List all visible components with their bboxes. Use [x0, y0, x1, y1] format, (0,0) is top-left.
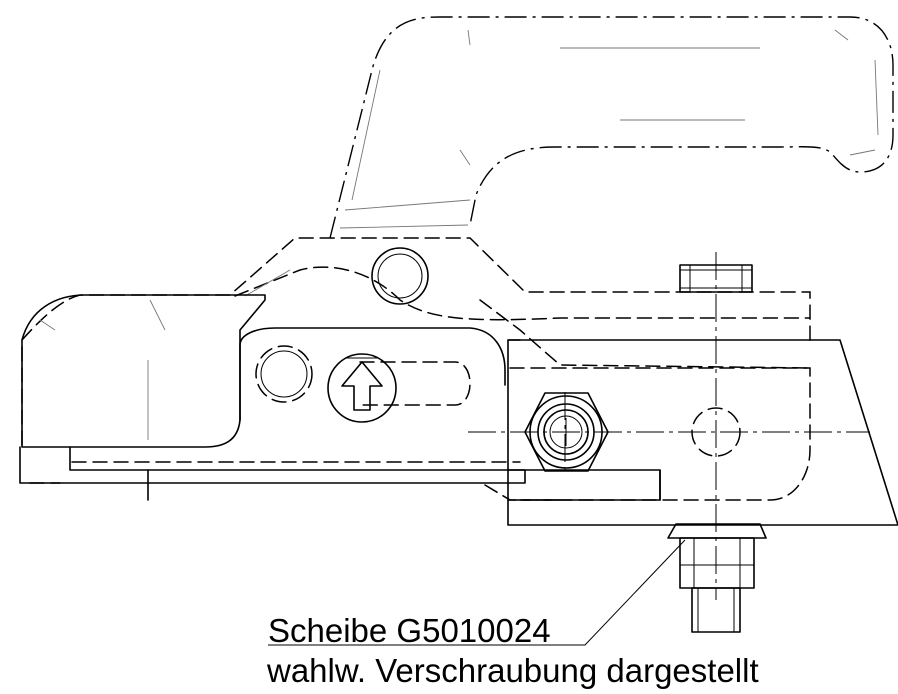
bottom-bolt — [667, 523, 767, 633]
indicator-slot — [255, 345, 471, 423]
part-label: Scheibe G5010024 — [268, 612, 551, 649]
center-lines — [468, 252, 870, 600]
note-label: wahlw. Verschraubung dargestellt — [267, 652, 759, 689]
coupling-body-upper — [21, 237, 811, 446]
mounting-hole — [691, 407, 741, 457]
side-nut — [524, 392, 609, 472]
coupling-handle — [329, 16, 894, 239]
drawbar-block — [507, 339, 898, 526]
pivot-pin — [371, 247, 429, 305]
coupling-body-lower — [19, 294, 561, 501]
leader-line — [268, 539, 686, 646]
bolt-head-top — [679, 264, 753, 293]
